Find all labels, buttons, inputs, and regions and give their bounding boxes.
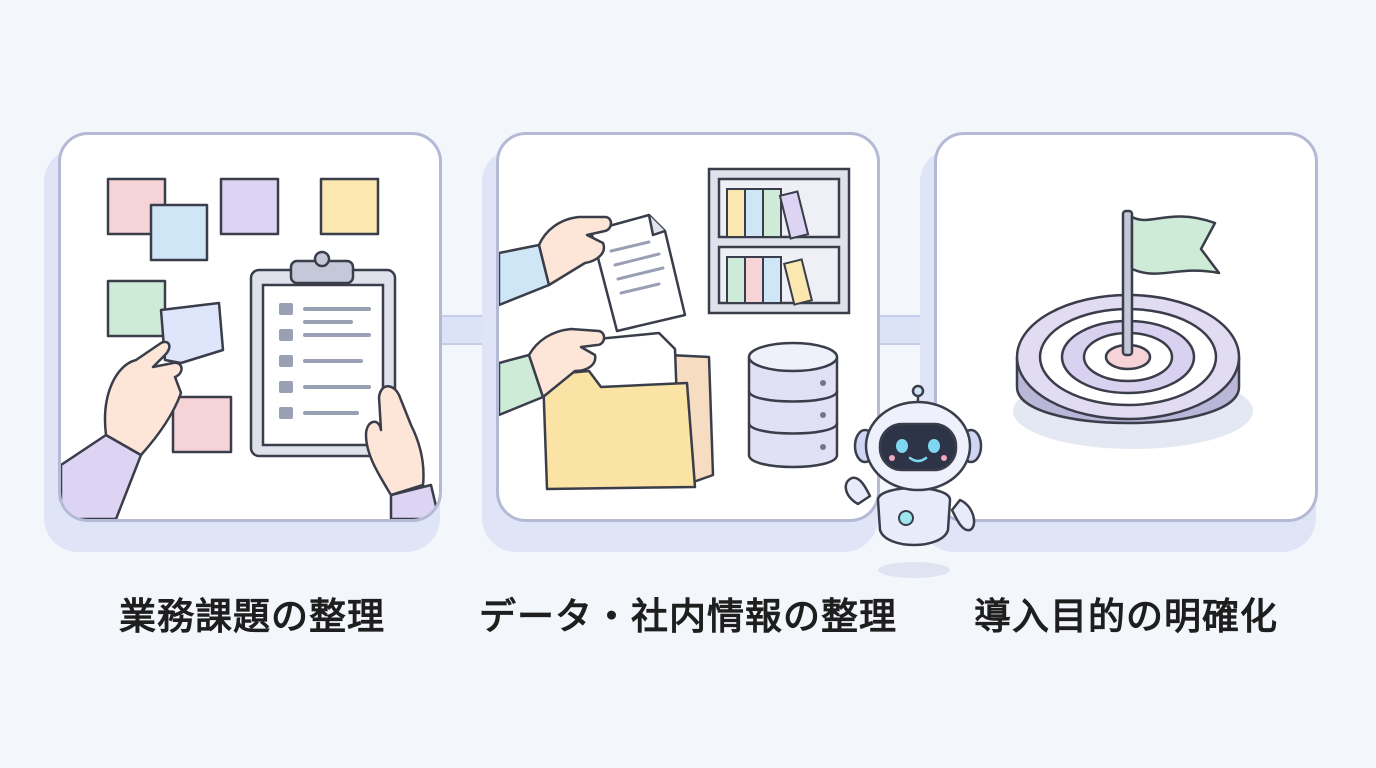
step-3-label: 導入目的の明確化 <box>974 595 1278 638</box>
target-flag-icon <box>1013 209 1253 449</box>
sticky-notes-clipboard-icon <box>61 177 439 519</box>
documents-folder-database-icon <box>499 167 851 491</box>
step-1-label: 業務課題の整理 <box>119 595 385 638</box>
step-2-panel <box>496 132 880 522</box>
robot-icon <box>844 384 983 578</box>
step-2-label: データ・社内情報の整理 <box>479 595 897 638</box>
step-1-panel <box>58 132 442 522</box>
step-3-panel <box>934 132 1318 522</box>
